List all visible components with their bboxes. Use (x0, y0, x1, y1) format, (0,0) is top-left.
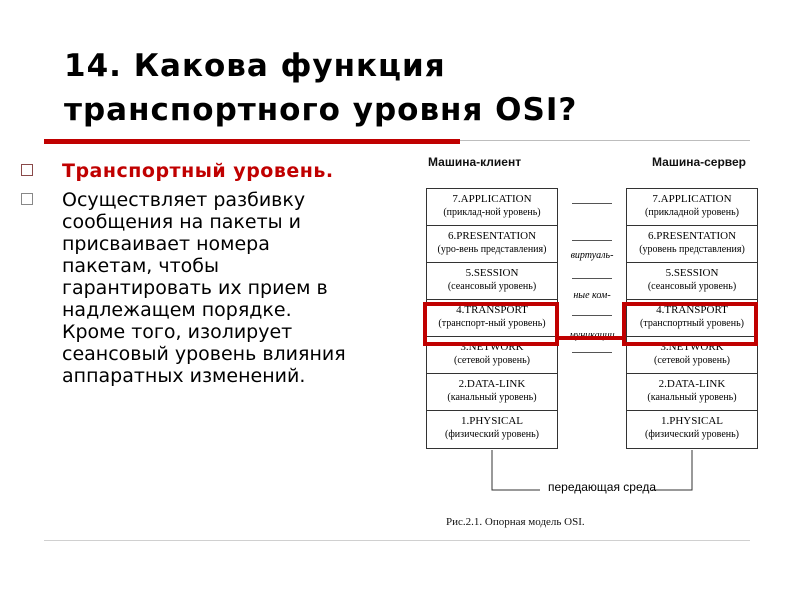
client-transport-highlight (423, 302, 559, 346)
layer-desc: (сеансовый уровень) (647, 281, 737, 292)
layer-name: 2.DATA-LINK (658, 378, 726, 390)
layer-desc: (транспортный уровень) (640, 318, 744, 329)
connector-line (572, 315, 612, 316)
layer-desc: (канальный уровень) (447, 392, 537, 403)
slide-title: 14. Какова функция транспортного уровня … (64, 44, 744, 132)
layer-name: 1.PHYSICAL (660, 415, 724, 427)
layer-name: 7.APPLICATION (452, 193, 532, 205)
client-layer: 4.TRANSPORT (транспорт-ный уровень) (427, 300, 557, 337)
layer-desc: (уровень представления) (639, 244, 745, 255)
bullet-item-heading: Транспортный уровень. (20, 160, 350, 182)
layer-desc: (сеансовый уровень) (447, 281, 537, 292)
layer-name: 4.TRANSPORT (456, 304, 528, 316)
title-line-1: 14. Какова функция (64, 48, 446, 84)
layer-name: 4.TRANSPORT (656, 304, 728, 316)
server-transport-highlight (622, 302, 758, 346)
bullet-square-icon (21, 193, 33, 205)
server-layer: 2.DATA-LINK (канальный уровень) (627, 374, 757, 411)
bullet-square-icon (21, 164, 33, 176)
layer-desc: (физический уровень) (444, 429, 540, 440)
layer-desc: (транспорт-ный уровень) (438, 318, 546, 329)
server-layer: 4.TRANSPORT (транспортный уровень) (627, 300, 757, 337)
client-layer: 5.SESSION (сеансовый уровень) (427, 263, 557, 300)
layer-desc: (канальный уровень) (647, 392, 737, 403)
layer-desc: (сетевой уровень) (654, 355, 730, 366)
client-layer: 1.PHYSICAL (физический уровень) (427, 411, 557, 448)
connector-line (572, 203, 612, 204)
layer-desc: (прикладной уровень) (645, 207, 739, 218)
client-layer: 6.PRESENTATION (уро-вень представления) (427, 226, 557, 263)
layer-name: 5.SESSION (665, 267, 719, 279)
title-underline-accent (44, 139, 460, 144)
virtual-comm-text-3: муникации (557, 330, 627, 341)
connector-line (572, 278, 612, 279)
layer-name: 6.PRESENTATION (647, 230, 737, 242)
virtual-comm-text-2: ные ком- (573, 290, 611, 301)
bullet-heading-text: Транспортный уровень. (62, 160, 334, 182)
layer-name: 2.DATA-LINK (458, 378, 526, 390)
footer-rule (44, 540, 750, 541)
title-underline-rule (460, 140, 750, 141)
client-layer-stack: 7.APPLICATION (приклад-ной уровень) 6.PRE… (426, 188, 558, 449)
figure-caption: Рис.2.1. Опорная модель OSI. (446, 516, 585, 528)
server-layer-stack: 7.APPLICATION (прикладной уровень) 6.PRES… (626, 188, 758, 449)
client-layer: 2.DATA-LINK (канальный уровень) (427, 374, 557, 411)
medium-label: передающая среда (548, 480, 657, 494)
layer-desc: (уро-вень представления) (437, 244, 547, 255)
layer-desc: (сетевой уровень) (454, 355, 530, 366)
title-line-2: транспортного уровня OSI? (64, 92, 578, 128)
layer-name: 7.APPLICATION (652, 193, 732, 205)
connector-line (572, 352, 612, 353)
server-layer: 6.PRESENTATION (уровень представления) (627, 226, 757, 263)
bullet-body-text: Осуществляет разбивку сообщения на пакет… (62, 189, 346, 387)
bullet-list: Транспортный уровень. Осуществляет разби… (20, 160, 350, 394)
connector-line (572, 240, 612, 241)
client-column-label: Машина-клиент (428, 155, 522, 169)
server-layer: 7.APPLICATION (прикладной уровень) (627, 189, 757, 226)
server-column-label: Машина-сервер (652, 155, 747, 169)
server-layer: 5.SESSION (сеансовый уровень) (627, 263, 757, 300)
transport-connector-accent (559, 336, 622, 340)
client-layer: 7.APPLICATION (приклад-ной уровень) (427, 189, 557, 226)
layer-desc: (физический уровень) (644, 429, 740, 440)
layer-name: 5.SESSION (465, 267, 519, 279)
virtual-comm-text-1: виртуаль- (570, 250, 614, 261)
layer-name: 1.PHYSICAL (460, 415, 524, 427)
server-layer: 1.PHYSICAL (физический уровень) (627, 411, 757, 448)
layer-name: 6.PRESENTATION (447, 230, 537, 242)
bullet-item-body: Осуществляет разбивку сообщения на пакет… (20, 189, 350, 387)
transmission-medium-path (491, 450, 693, 491)
osi-model-diagram: Машина-клиент Машина-сервер 7.APPLICATIO… (400, 150, 790, 530)
layer-desc: (приклад-ной уровень) (443, 207, 541, 218)
